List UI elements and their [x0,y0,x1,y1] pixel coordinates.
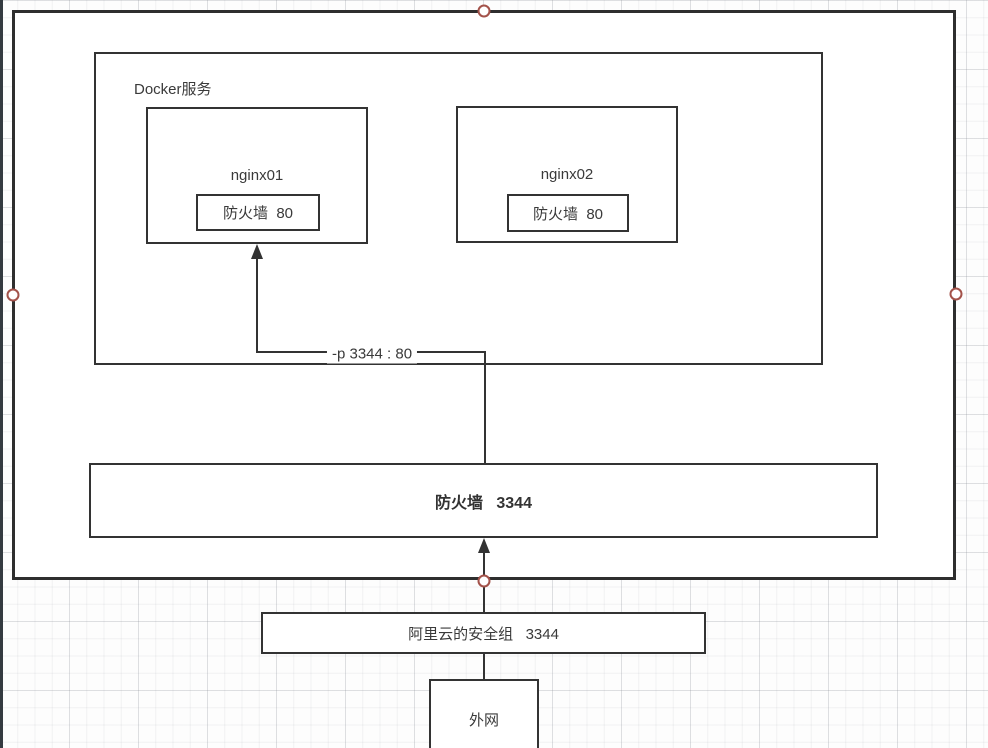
nginx01-firewall-port-label: 防火墙 80 [222,205,294,222]
security-group-box[interactable]: 阿里云的安全组 3344 [261,612,706,654]
selection-handle-bottom[interactable] [477,574,491,588]
port-mapping-label[interactable]: -p 3344 : 80 [326,344,418,364]
window-left-edge [0,0,3,748]
security-group-label: 阿里云的安全组 3344 [408,625,559,643]
nginx02-label: nginx02 [540,166,594,183]
port-mapping-segment-vertical-right [484,351,486,463]
port-mapping-arrowhead-icon [251,244,263,259]
nginx01-label: nginx01 [230,167,284,184]
external-network-label: 外网 [468,711,499,729]
external-to-security-group-connector[interactable] [483,654,485,680]
firewall-3344-box[interactable]: 防火墙 3344 [89,463,878,538]
docker-service-label: Docker服务 [134,81,212,98]
security-group-arrowhead-icon [478,538,490,553]
external-network-box[interactable]: 外网 [429,679,539,748]
nginx02-firewall-port-label: 防火墙 80 [532,205,604,223]
firewall-3344-label: 防火墙 3344 [435,494,532,512]
selection-handle-top[interactable] [477,4,491,18]
nginx02-firewall-port-box[interactable]: 防火墙 80 [507,194,629,232]
nginx01-firewall-port-box[interactable]: 防火墙 80 [196,194,320,231]
port-mapping-segment-vertical-left [256,257,258,353]
selection-handle-left[interactable] [6,288,20,302]
selection-handle-right[interactable] [949,287,963,301]
